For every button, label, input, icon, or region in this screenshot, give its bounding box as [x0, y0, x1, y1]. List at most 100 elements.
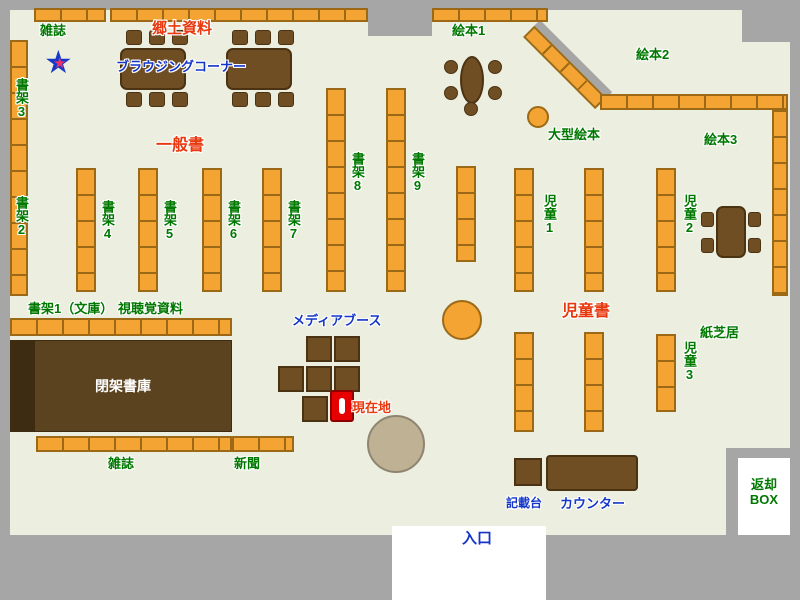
newspaper-label: 新聞 — [234, 456, 261, 471]
children-books-label: 児童書 — [562, 303, 611, 320]
shelf-row-7 — [262, 168, 282, 292]
children-shelf-3c — [656, 334, 676, 412]
shelf-row-4 — [76, 168, 96, 292]
media-booth-seat — [306, 366, 332, 392]
chair — [126, 30, 142, 45]
wall-top-right-block — [742, 0, 790, 42]
children-1-label: 児童1 — [541, 194, 557, 235]
shelf-row-6 — [202, 168, 222, 292]
chair — [126, 92, 142, 107]
shelf-7-label: 書架7 — [285, 200, 301, 241]
wall-returnbox-side — [726, 448, 738, 538]
audio-visual-shelf — [10, 318, 232, 336]
closed-stacks-shadow — [11, 341, 35, 431]
closed-stacks-room: 閉架書庫 — [10, 340, 232, 432]
browsing-table — [226, 48, 292, 90]
picture-books-3-label: 絵本3 — [704, 132, 738, 147]
media-booth-seat — [306, 336, 332, 362]
star-outer-glyph: ★ — [44, 44, 73, 80]
shelf-6-label: 書架6 — [225, 200, 241, 241]
chair — [278, 92, 294, 107]
counter-desk — [546, 455, 638, 491]
return-box-label-line2: BOX — [749, 491, 779, 507]
chair — [149, 92, 165, 107]
wall-top-center-block — [368, 0, 432, 36]
return-box-label-line1: 返却 — [750, 477, 777, 492]
shelf-row-8 — [326, 88, 346, 292]
magazine-bottom-shelf — [36, 436, 232, 452]
entrance-label: 入口 — [462, 530, 493, 547]
chair — [488, 60, 502, 74]
chair — [444, 60, 458, 74]
chair — [701, 238, 714, 253]
media-booth-seat — [334, 366, 360, 392]
media-booth-seat — [302, 396, 328, 422]
round-pillar — [367, 415, 425, 473]
wall-returnbox-top — [726, 448, 790, 458]
chair — [748, 238, 761, 253]
general-books-label: 一般書 — [156, 137, 205, 154]
chair — [232, 92, 248, 107]
chair — [255, 30, 271, 45]
children-table — [716, 206, 746, 258]
picture-books-2-label: 絵本2 — [636, 47, 670, 62]
chair — [464, 102, 478, 116]
west-wall-shelf — [10, 40, 28, 296]
chair — [444, 86, 458, 100]
magazine-star-icon: ★ ★ — [44, 44, 80, 80]
local-materials-label: 郷土資料 — [152, 20, 213, 37]
chair — [278, 30, 294, 45]
magazine-top-shelf — [34, 8, 106, 22]
shelf-3-label: 書架3 — [13, 78, 29, 119]
shelf-row-9 — [386, 88, 406, 292]
chair — [488, 86, 502, 100]
round-reading-table — [442, 300, 482, 340]
wall-left — [0, 0, 10, 600]
chair — [232, 30, 248, 45]
wall-right — [790, 0, 800, 600]
chair — [701, 212, 714, 227]
children-shelf-1a — [514, 168, 534, 292]
current-location-label: 現在地 — [352, 400, 392, 415]
chair — [748, 212, 761, 227]
magazine-bottom-label: 雑誌 — [108, 456, 135, 471]
media-booth-seat — [278, 366, 304, 392]
children-shelf-2 — [656, 168, 676, 292]
chair — [255, 92, 271, 107]
audio-visual-label: 視聴覚資料 — [118, 301, 184, 316]
writing-desk — [514, 458, 542, 486]
children-3-label: 児童3 — [681, 341, 697, 382]
shelf-row-5 — [138, 168, 158, 292]
newspaper-shelf — [232, 436, 294, 452]
local-materials-shelf — [110, 8, 368, 22]
browsing-corner-label: ブラウジングコーナー — [116, 59, 247, 74]
picture-book-table — [460, 56, 484, 104]
kamishibai-label: 紙芝居 — [700, 325, 740, 340]
large-picture-book-stand — [527, 106, 549, 128]
closed-stacks-label: 閉架書庫 — [95, 378, 151, 394]
large-picture-books-label: 大型絵本 — [548, 127, 601, 142]
counter-label: カウンター — [560, 496, 626, 511]
shelf-4-label: 書架4 — [99, 200, 115, 241]
children-2-label: 児童2 — [681, 194, 697, 235]
center-shelf — [456, 166, 476, 262]
shelf-1-bunko-label: 書架1（文庫） — [28, 301, 114, 316]
shelf-8-label: 書架8 — [349, 152, 365, 193]
shelf-5-label: 書架5 — [161, 200, 177, 241]
return-box-area: 返却 BOX — [738, 458, 790, 535]
children-shelf-1b — [584, 168, 604, 292]
picture-books-3-shelf — [772, 110, 788, 296]
chair — [149, 30, 165, 45]
browsing-table — [120, 48, 186, 90]
picture-books-1-label: 絵本1 — [452, 23, 486, 38]
media-booth-seat — [334, 336, 360, 362]
magazine-top-label: 雑誌 — [40, 23, 67, 38]
writing-desk-label: 記載台 — [506, 496, 543, 510]
current-location-marker — [330, 390, 354, 422]
shelf-9-label: 書架9 — [409, 152, 425, 193]
entrance-opening — [392, 526, 546, 600]
star-inner-glyph: ★ — [53, 55, 67, 72]
shelf-2-label: 書架2 — [13, 196, 29, 237]
chair — [172, 92, 188, 107]
